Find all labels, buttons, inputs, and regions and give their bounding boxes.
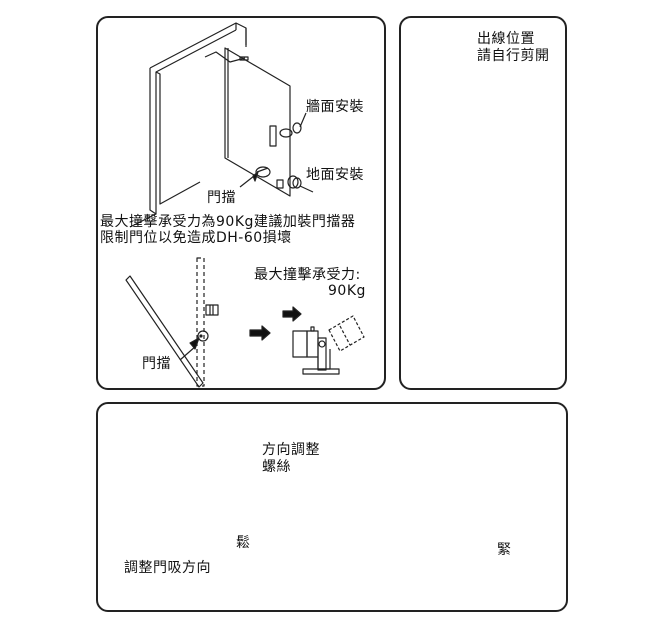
warning-text-line2: 限制門位以免造成DH-60損壞: [100, 230, 292, 246]
door-stop-label: 門擋: [207, 190, 236, 206]
wall-mount-stop-illustration: [269, 112, 307, 147]
door-stop-label-top-view: 門擋: [142, 356, 171, 372]
tighten-label: 緊: [497, 542, 512, 558]
floor-mount-stop-illustration: [276, 175, 314, 193]
impact-force-diagram: [249, 306, 365, 375]
direction-adjust-panel: [96, 402, 568, 612]
adjust-screw-label-line2: 螺絲: [262, 459, 291, 475]
top-view-diagram: [125, 257, 219, 388]
adjust-screw-label-line1: 方向調整: [262, 442, 320, 458]
door-stop-knob-illustration: [255, 166, 271, 178]
cable-exit-line2: 請自行剪開: [477, 48, 550, 64]
door-stop-pointer: [239, 175, 255, 188]
adjust-direction-label: 調整門吸方向: [124, 560, 211, 576]
door-stop-arrowhead: [252, 171, 259, 182]
loosen-label: 鬆: [236, 535, 251, 551]
cable-exit-panel: [399, 16, 567, 390]
door-installation-panel: [96, 16, 386, 390]
floor-mount-label: 地面安裝: [306, 167, 364, 183]
max-force-value: 90Kg: [328, 283, 366, 299]
wall-mount-label: 牆面安裝: [306, 99, 364, 115]
door-leaf-illustration: [204, 47, 291, 197]
door-frame-illustration: [129, 22, 247, 228]
max-force-label: 最大撞擊承受力:: [254, 267, 361, 283]
cable-exit-line1: 出線位置: [477, 31, 535, 47]
warning-text-line1: 最大撞擊承受力為90Kg建議加裝門擋器: [100, 214, 356, 230]
